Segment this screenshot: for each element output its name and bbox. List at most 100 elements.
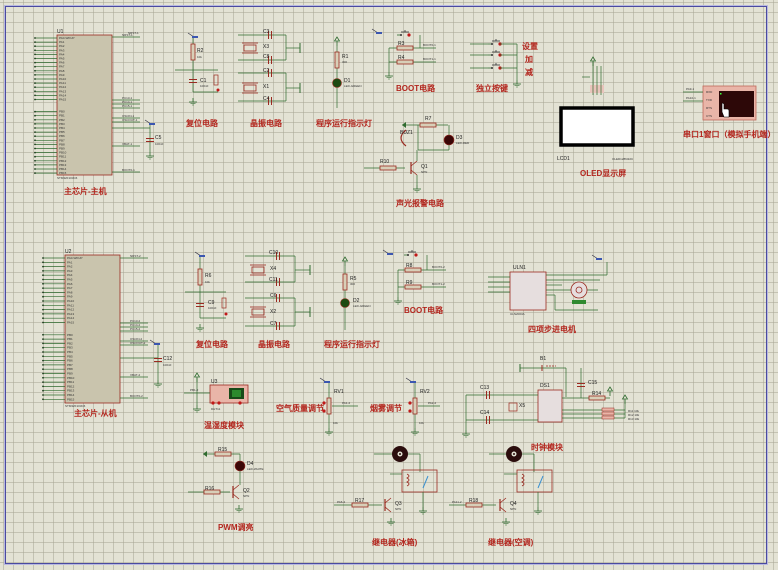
pin-terminal[interactable] (42, 394, 44, 396)
pin-terminal[interactable] (42, 346, 44, 349)
pin-terminal[interactable] (34, 90, 36, 93)
pin-terminal[interactable] (34, 45, 36, 48)
pin-terminal[interactable] (34, 151, 36, 154)
pin-terminal[interactable] (42, 257, 44, 259)
pin-terminal[interactable] (42, 342, 44, 345)
pin-label: PB4 (67, 350, 73, 354)
pin-terminal[interactable] (34, 168, 36, 170)
pin-terminal[interactable] (42, 381, 44, 383)
pin-terminal[interactable] (34, 123, 36, 125)
pin-terminal[interactable] (42, 300, 44, 302)
pin-terminal[interactable] (42, 333, 44, 336)
svg-text:R14: R14 (592, 391, 601, 397)
pin-terminal[interactable] (34, 164, 36, 166)
pin-terminal[interactable] (34, 74, 36, 76)
pin-terminal[interactable] (42, 355, 44, 358)
pin-terminal[interactable] (34, 37, 36, 39)
pin-terminal[interactable] (34, 65, 36, 68)
mcu-master-u1[interactable]: PA0-WKUPPA1PA2PA3PA4PA5PA6PA7PA8PA9PA10P… (34, 29, 140, 180)
pin-terminal[interactable] (34, 155, 36, 158)
pin-terminal[interactable] (42, 389, 44, 392)
pin-terminal[interactable] (42, 338, 44, 340)
pin-terminal[interactable] (42, 261, 44, 264)
pin-terminal[interactable] (42, 385, 44, 388)
pin-terminal[interactable] (34, 49, 36, 52)
pin-terminal[interactable] (34, 57, 36, 60)
pin-terminal[interactable] (42, 351, 44, 353)
svg-text:R3: R3 (398, 41, 405, 47)
pin-terminal[interactable] (34, 139, 36, 142)
pin-terminal[interactable] (42, 364, 44, 366)
pin-terminal[interactable] (42, 291, 44, 294)
pin-terminal[interactable] (34, 135, 36, 138)
pin-terminal[interactable] (42, 359, 44, 362)
pin-terminal[interactable] (42, 270, 44, 272)
pin-terminal[interactable] (42, 321, 44, 324)
pin-terminal[interactable] (34, 98, 36, 101)
pin-label: PA14 (67, 316, 74, 320)
pin-terminal[interactable] (34, 159, 36, 162)
pin-terminal[interactable] (34, 127, 36, 129)
pin-terminal[interactable] (42, 313, 44, 315)
pin-terminal[interactable] (34, 69, 36, 72)
pin-terminal[interactable] (42, 265, 44, 268)
pin-terminal[interactable] (34, 78, 36, 80)
pin-terminal[interactable] (42, 308, 44, 311)
pin-terminal[interactable] (34, 114, 36, 117)
pin-terminal[interactable] (34, 86, 36, 89)
pin-terminal[interactable] (34, 53, 36, 56)
pin-label: PA6 (67, 282, 73, 286)
pin-terminal[interactable] (42, 398, 44, 401)
pin-terminal[interactable] (34, 172, 36, 175)
pin-terminal[interactable] (34, 61, 36, 64)
pin-terminal[interactable] (34, 94, 36, 97)
pin-terminal[interactable] (42, 278, 44, 281)
pin-terminal[interactable] (42, 304, 44, 307)
pin-terminal[interactable] (42, 368, 44, 371)
mcu-slave-u2[interactable]: PA0-WKUPPA1PA2PA3PA4PA5PA6PA7PA8PA9PA10P… (42, 249, 148, 408)
pin-terminal[interactable] (42, 282, 44, 285)
pin-terminal[interactable] (42, 287, 44, 289)
pin-terminal[interactable] (34, 82, 36, 84)
pin-terminal[interactable] (34, 143, 36, 146)
pin-terminal[interactable] (42, 372, 44, 375)
pin-terminal[interactable] (42, 274, 44, 277)
pin-label: PA13 (59, 89, 66, 93)
pin-terminal[interactable] (42, 295, 44, 298)
pin-terminal[interactable] (42, 317, 44, 320)
pin-terminal[interactable] (34, 118, 36, 121)
title-boot-2: BOOT电路 (404, 306, 444, 315)
svg-text:C1: C1 (200, 78, 207, 84)
title-run-led-2: 程序运行指示灯 (324, 340, 380, 349)
pin-terminal[interactable] (34, 131, 36, 134)
pin-terminal[interactable] (34, 110, 36, 113)
independent-buttons[interactable] (470, 38, 522, 88)
pin-terminal[interactable] (34, 41, 36, 43)
svg-text:BOOT0-1: BOOT0-1 (423, 43, 436, 47)
pin-terminal[interactable] (42, 376, 44, 379)
pin-terminal[interactable] (34, 147, 36, 150)
